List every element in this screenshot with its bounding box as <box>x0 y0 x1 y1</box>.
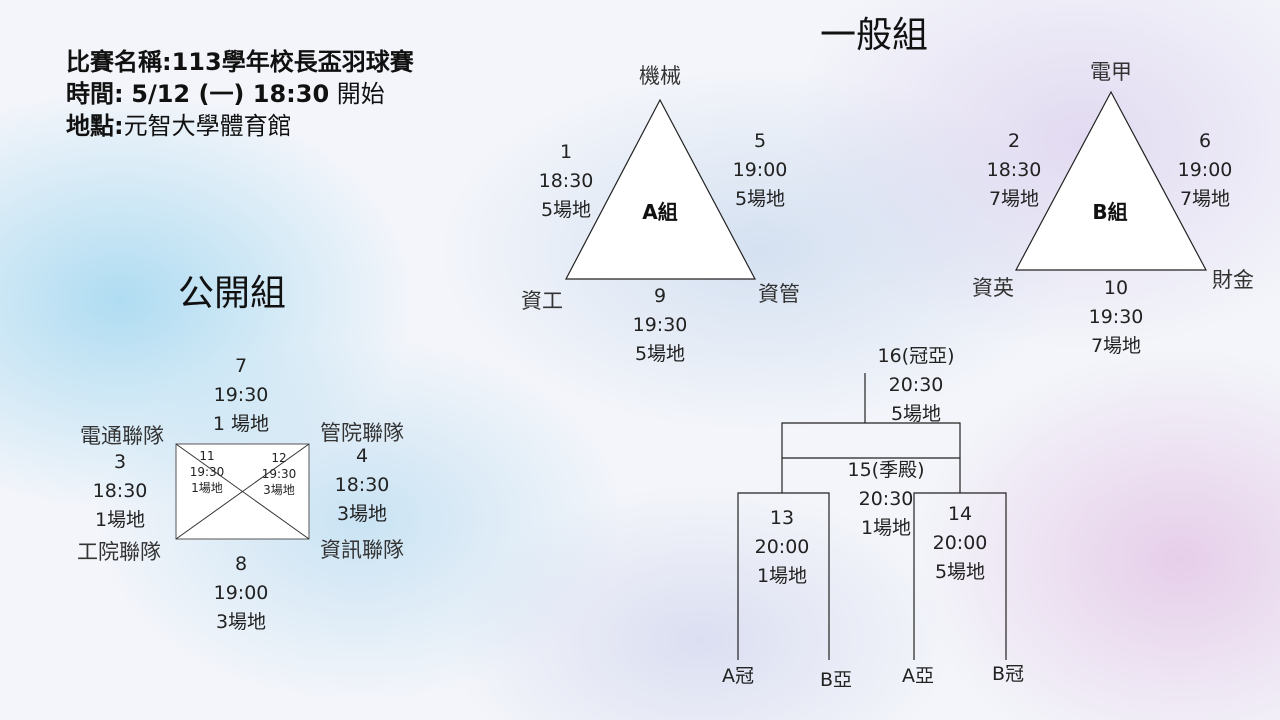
match-13-semi: 13 20:00 1場地 <box>754 507 810 587</box>
open-team-bottom-left: 工院聯隊 <box>77 540 161 564</box>
event-name-line: 比賽名稱:113學年校長盃羽球賽 <box>66 48 414 77</box>
seed-a-runner: A亞 <box>902 665 934 687</box>
general-group-title: 一般組 <box>820 15 929 56</box>
match-2: 2 18:30 7場地 <box>986 130 1042 210</box>
knockout-bracket <box>737 373 1007 660</box>
group-a-team-right: 資管 <box>758 282 800 306</box>
open-diag-2 <box>175 443 310 540</box>
match-15-third: 15(季殿) 20:30 1場地 <box>847 459 925 539</box>
event-name-label: 比賽名稱: <box>66 48 172 76</box>
event-time-label: 時間: <box>66 80 124 108</box>
open-team-bottom-right: 資訊聯隊 <box>320 538 404 562</box>
group-b-team-left: 資英 <box>972 276 1014 300</box>
match-9: 9 19:30 5場地 <box>632 285 688 365</box>
match-1: 1 18:30 5場地 <box>538 141 594 221</box>
match-14-semi: 14 20:00 5場地 <box>932 503 988 583</box>
event-place-line: 地點:元智大學體育館 <box>66 112 292 141</box>
group-a-team-top: 機械 <box>639 64 681 88</box>
event-place-label: 地點: <box>66 112 124 140</box>
match-7: 7 19:30 1 場地 <box>212 355 270 435</box>
event-time-line: 時間: 5/12 (一) 18:30 開始 <box>66 80 385 109</box>
open-group-title: 公開組 <box>178 273 287 314</box>
seed-b-runner: B亞 <box>819 669 853 691</box>
open-team-top-right: 管院聯隊 <box>320 421 404 445</box>
match-16-final: 16(冠亞) 20:30 5場地 <box>877 345 955 425</box>
group-b-team-right: 財金 <box>1212 268 1254 292</box>
group-a-triangle <box>565 98 756 280</box>
event-place-value: 元智大學體育館 <box>123 112 292 140</box>
seed-a-champ: A冠 <box>722 665 754 687</box>
group-b-triangle <box>1014 90 1208 271</box>
match-6: 6 19:00 7場地 <box>1177 130 1233 210</box>
match-10: 10 19:30 7場地 <box>1088 277 1144 357</box>
match-3: 3 18:30 1場地 <box>92 451 148 531</box>
match-4: 4 18:30 3場地 <box>334 445 390 525</box>
group-a-name: A組 <box>642 200 678 224</box>
seed-b-champ: B冠 <box>991 663 1025 685</box>
event-time-value: 5/12 (一) 18:30 <box>131 80 330 108</box>
event-name-value: 113學年校長盃羽球賽 <box>171 48 414 76</box>
match-8: 8 19:00 3場地 <box>213 553 269 633</box>
match-11: 11 19:30 1場地 <box>189 449 225 495</box>
match-5: 5 19:00 5場地 <box>732 130 788 210</box>
group-b-name: B組 <box>1092 200 1128 224</box>
group-a-team-left: 資工 <box>521 289 563 313</box>
match-12: 12 19:30 3場地 <box>261 451 297 497</box>
open-team-top-left: 電通聯隊 <box>80 424 164 448</box>
event-time-suffix: 開始 <box>336 80 385 108</box>
group-b-team-top: 電甲 <box>1090 60 1132 84</box>
